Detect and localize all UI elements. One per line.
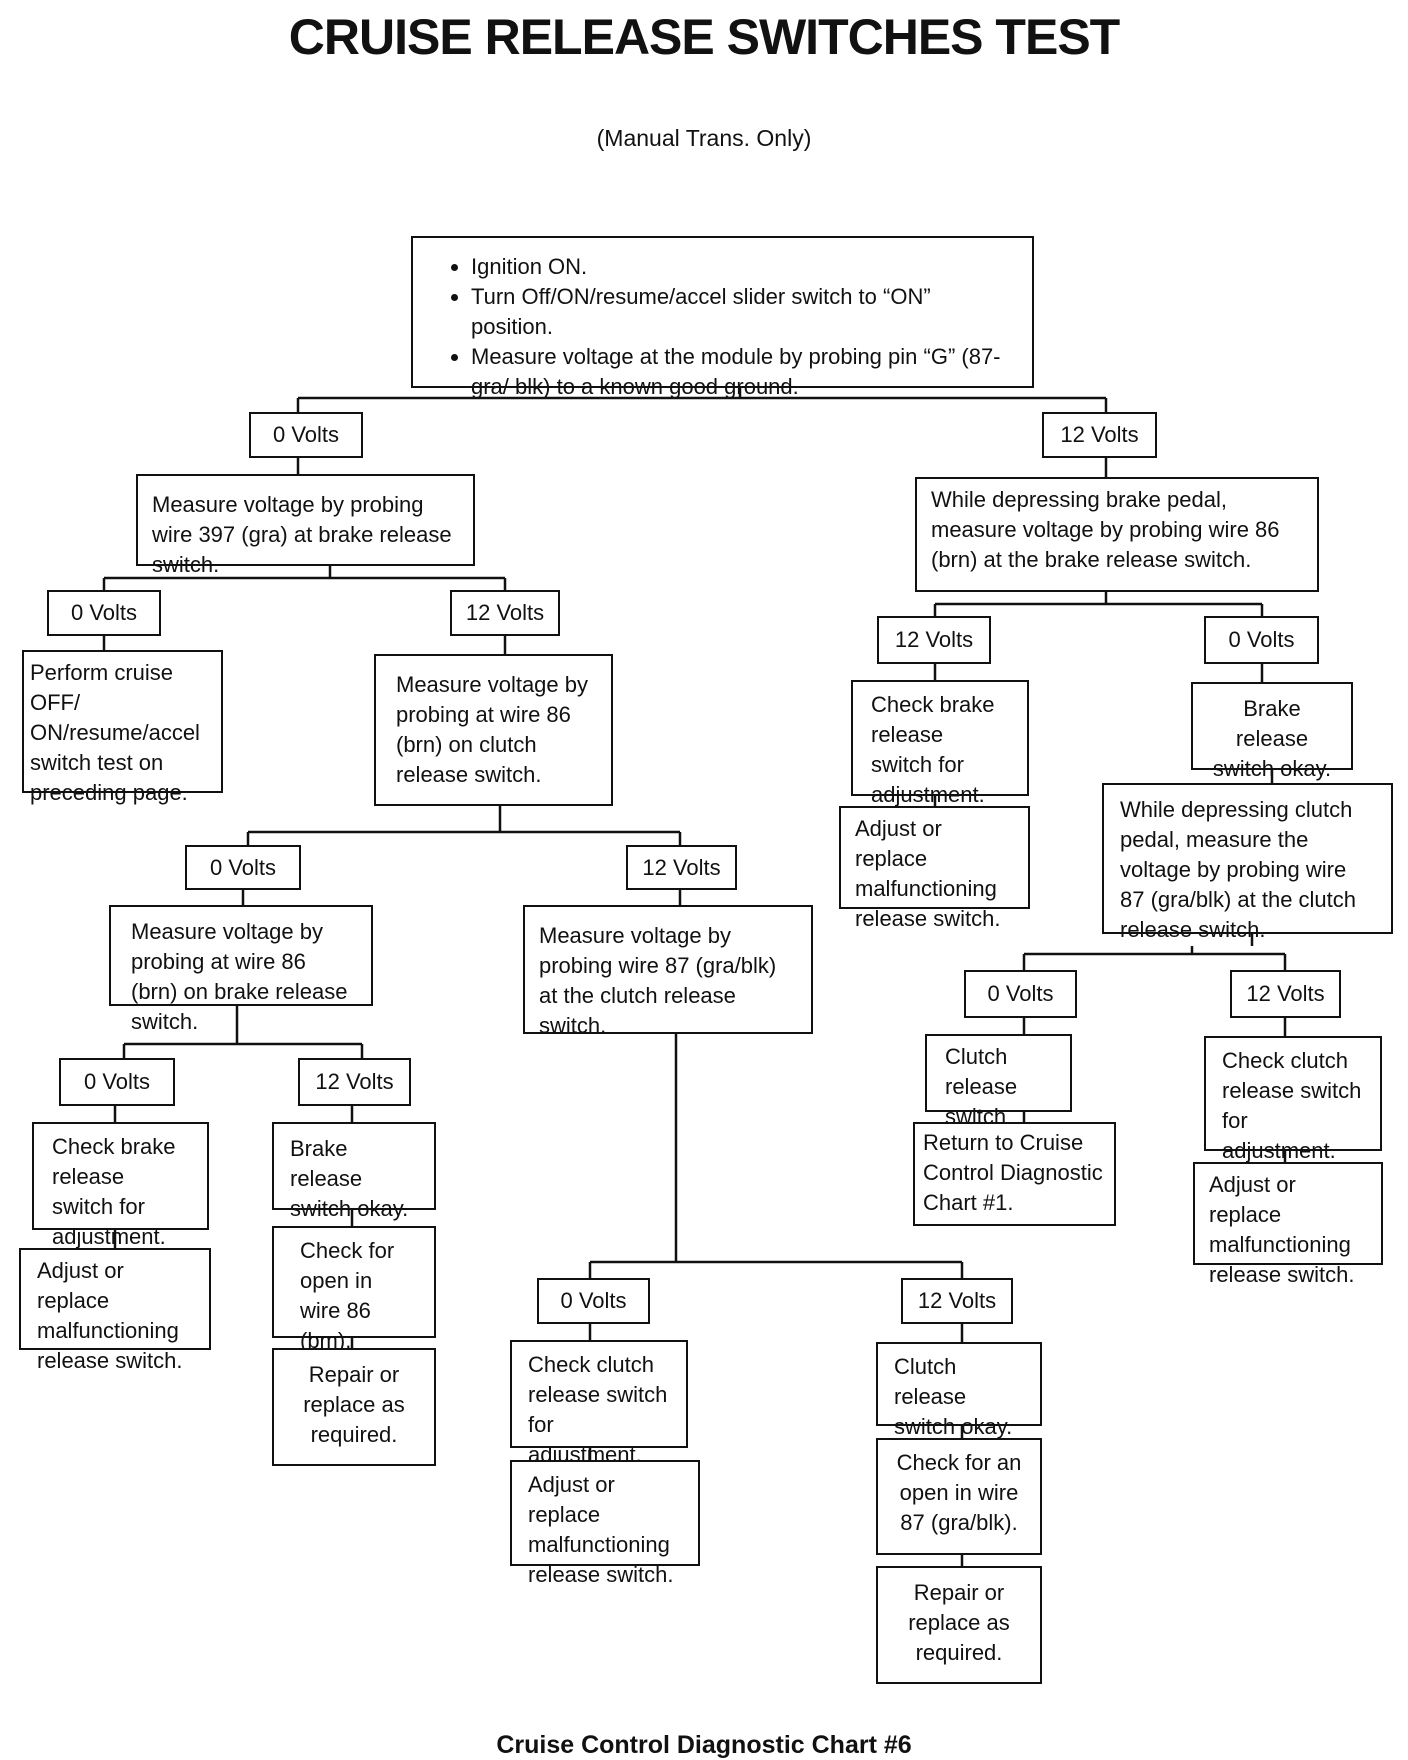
right-clutch-fix-box: Adjust or replace malfunctioning release… — [1193, 1162, 1383, 1287]
page-subtitle: (Manual Trans. Only) — [596, 125, 812, 151]
start-step-list: Ignition ON. Turn Off/ON/resume/accel sl… — [431, 252, 1014, 402]
right-brake-check-box: Check brake release switch for adjustmen… — [851, 680, 1029, 807]
clutch-repair-box: Repair or replace as required. — [876, 1566, 1042, 1684]
left-twelve-volts-label: 12 Volts — [450, 590, 560, 636]
right-clutch-twelve-volts-label: 12 Volts — [1230, 970, 1341, 1018]
chart-footer: Cruise Control Diagnostic Chart #6 — [496, 1731, 912, 1759]
left-twelve-twelve-measure-box: Measure voltage by probing wire 87 (gra/… — [523, 905, 813, 1038]
brake-repair-box: Repair or replace as required. — [272, 1348, 436, 1466]
left-twelve-twelve-volts-label: 12 Volts — [626, 845, 737, 890]
brake-open-check-box: Check for open in wire 86 (bm). — [272, 1226, 436, 1353]
right-clutch-okay-box: Clutch release switch okay. — [925, 1034, 1072, 1159]
brake-twelve-volts-label: 12 Volts — [298, 1058, 411, 1106]
right-clutch-check-box: Check clutch release switch for adjustme… — [1204, 1036, 1382, 1163]
left-zero-volts-label: 0 Volts — [47, 590, 161, 636]
right-clutch-measure-box: While depressing clutch pedal, measure t… — [1102, 783, 1393, 942]
start-step-box: Ignition ON. Turn Off/ON/resume/accel sl… — [411, 236, 1034, 399]
clutch-twelve-volts-label: 12 Volts — [901, 1278, 1013, 1324]
brake-check-box: Check brake release switch for adjustmen… — [32, 1122, 209, 1249]
left-twelve-zero-volts-label: 0 Volts — [185, 845, 301, 890]
clutch-check-box: Check clutch release switch for adjustme… — [510, 1340, 688, 1467]
left-measure-box: Measure voltage by probing wire 397 (gra… — [136, 474, 475, 577]
right-return-box: Return to Cruise Control Diagnostic Char… — [913, 1122, 1116, 1226]
brake-okay-box: Brake release switch okay. — [272, 1122, 436, 1221]
page-title: CRUISE RELEASE SWITCHES TEST — [288, 9, 1120, 65]
right-brake-fix-box: Adjust or replace malfunctioning release… — [839, 806, 1030, 931]
clutch-open-check-box: Check for an open in wire 87 (gra/blk). — [876, 1438, 1042, 1555]
right-12-volts-label: 12 Volts — [1042, 412, 1157, 458]
clutch-fix-box: Adjust or replace malfunctioning release… — [510, 1460, 700, 1587]
right-brake-okay-box: Brake release switch okay. — [1191, 682, 1353, 781]
brake-zero-volts-label: 0 Volts — [59, 1058, 175, 1106]
brake-fix-box: Adjust or replace malfunctioning release… — [19, 1248, 211, 1373]
start-step-item: Measure voltage at the module by probing… — [471, 342, 1014, 402]
right-measure-box: While depressing brake pedal, measure vo… — [915, 477, 1319, 592]
clutch-okay-box: Clutch release switch okay. — [876, 1342, 1042, 1439]
right-twelve-volts-label: 12 Volts — [877, 616, 991, 664]
clutch-zero-volts-label: 0 Volts — [537, 1278, 650, 1324]
left-twelve-zero-measure-box: Measure voltage by probing at wire 86 (b… — [109, 905, 373, 1034]
left-twelve-measure-box: Measure voltage by probing at wire 86 (b… — [374, 654, 613, 806]
right-clutch-zero-volts-label: 0 Volts — [964, 970, 1077, 1018]
start-step-item: Ignition ON. — [471, 252, 1014, 282]
right-zero-volts-label: 0 Volts — [1204, 616, 1319, 664]
left-0-volts-label: 0 Volts — [249, 412, 363, 458]
left-zero-action-box: Perform cruise OFF/ ON/resume/accel swit… — [22, 650, 223, 805]
start-step-item: Turn Off/ON/resume/accel slider switch t… — [471, 282, 1014, 342]
